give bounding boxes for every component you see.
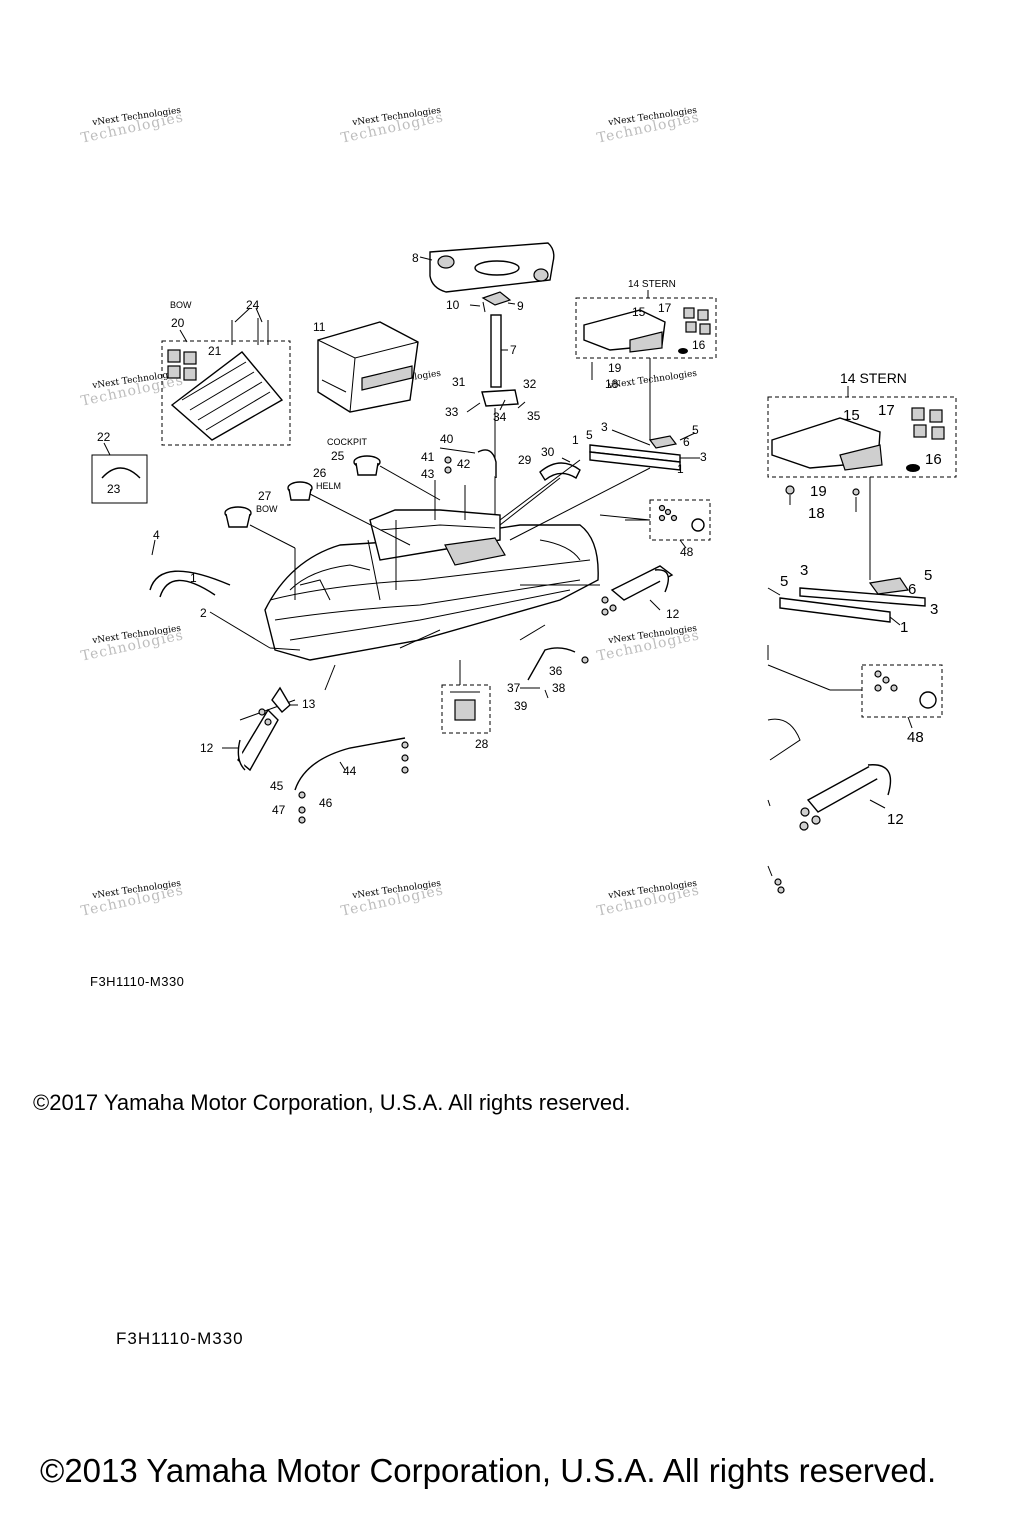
label-15: 15	[632, 305, 646, 319]
diagram-code: F3H1110-M330	[90, 974, 185, 989]
part-31-35-bracket	[466, 389, 526, 520]
label-18: 18	[605, 377, 619, 391]
label-42: 42	[457, 457, 471, 471]
label-27: 27	[258, 489, 272, 503]
label-48-zoom: 48	[907, 729, 924, 746]
label-helm: HELM	[316, 481, 341, 491]
parts-diagram: 8 10 9 7 11 BOW 24 20 21 22 23 31 32 33 …	[91, 242, 957, 894]
label-1c: 1	[190, 571, 197, 585]
label-5: 5	[586, 428, 593, 442]
label-3-zoom: 3	[800, 562, 808, 579]
part-8-cushion	[419, 242, 555, 293]
part-40-43-fasteners	[439, 447, 497, 478]
part-11-cooler	[317, 321, 419, 413]
label-5b: 5	[692, 423, 699, 437]
label-17-zoom: 17	[878, 402, 895, 419]
label-16-zoom: 16	[925, 451, 942, 468]
label-34: 34	[493, 410, 507, 424]
part-1-2-4-trim	[149, 539, 231, 598]
label-37: 37	[507, 681, 521, 695]
copyright-notice: ©2017 Yamaha Motor Corporation, U.S.A. A…	[33, 1090, 631, 1115]
label-19: 19	[608, 361, 622, 375]
label-bow: BOW	[170, 300, 192, 310]
label-31: 31	[452, 375, 466, 389]
label-10: 10	[446, 298, 460, 312]
part-labels: 8 10 9 7 11 BOW 24 20 21 22 23 31 32 33 …	[97, 251, 707, 817]
cup-holders	[224, 455, 381, 528]
label-48: 48	[680, 545, 694, 559]
label-9: 9	[517, 299, 524, 313]
label-11: 11	[313, 320, 326, 334]
label-4: 4	[153, 528, 160, 542]
label-20: 20	[171, 316, 185, 330]
label-6: 6	[683, 435, 690, 449]
label-1: 1	[572, 433, 579, 447]
label-36: 36	[549, 664, 563, 678]
label-7: 7	[510, 343, 517, 357]
boat-hull	[264, 509, 599, 661]
label-22: 22	[97, 430, 111, 444]
label-40: 40	[440, 432, 454, 446]
label-45: 45	[270, 779, 284, 793]
label-46: 46	[319, 796, 333, 810]
part-1-3-5-6-rails	[589, 429, 700, 471]
label-19-zoom: 19	[810, 483, 827, 500]
label-17: 17	[658, 301, 672, 315]
label-24: 24	[246, 298, 260, 312]
label-21: 21	[208, 344, 222, 358]
diagram-code-large: F3H1110-M330	[116, 1329, 244, 1348]
label-12b: 12	[200, 741, 214, 755]
label-29: 29	[518, 453, 532, 467]
label-30: 30	[541, 445, 555, 459]
label-12-zoom: 12	[887, 811, 904, 828]
label-32: 32	[523, 377, 537, 391]
label-bow2: BOW	[256, 504, 278, 514]
part-12-cleat-right	[601, 565, 674, 616]
label-5-zoom: 5	[780, 573, 788, 590]
part-7-pedestal	[490, 314, 508, 388]
part-36-39-bar	[520, 647, 589, 699]
label-3b-zoom: 3	[930, 601, 938, 618]
label-18-zoom: 18	[808, 505, 825, 522]
label-26: 26	[313, 466, 327, 480]
label-13: 13	[302, 697, 316, 711]
label-43: 43	[421, 467, 435, 481]
label-28: 28	[475, 737, 489, 751]
part-29-30-handle	[539, 457, 581, 482]
label-3b: 3	[700, 450, 707, 464]
label-3: 3	[601, 420, 608, 434]
label-38: 38	[552, 681, 566, 695]
copyright-notice-large: ©2013 Yamaha Motor Corporation, U.S.A. A…	[40, 1452, 937, 1489]
label-cockpit: COCKPIT	[327, 437, 368, 447]
label-stern: 14 STERN	[628, 279, 676, 290]
label-stern-zoom: 14 STERN	[840, 370, 907, 386]
label-35: 35	[527, 409, 541, 423]
label-15-zoom: 15	[843, 407, 860, 424]
label-1b: 1	[677, 462, 684, 476]
part-22-23-strap	[91, 442, 148, 504]
label-16: 16	[692, 338, 706, 352]
stern-detail-zoom: 14 STERN 15 17 16 19 18 3 5 5 6 3 1 48 1…	[767, 370, 957, 894]
label-8: 8	[412, 251, 419, 265]
part-9-10-base	[469, 291, 516, 313]
label-41: 41	[421, 450, 435, 464]
label-25: 25	[331, 449, 345, 463]
part-28-pump	[441, 684, 491, 734]
label-39: 39	[514, 699, 528, 713]
label-2: 2	[200, 606, 207, 620]
stern-group-small	[575, 290, 717, 440]
label-33: 33	[445, 405, 459, 419]
bow-ladder-group	[161, 307, 291, 446]
label-5b-zoom: 5	[924, 567, 932, 584]
label-1-zoom: 1	[900, 619, 908, 636]
label-44: 44	[343, 764, 357, 778]
part-12-13-cleat-left	[222, 686, 298, 772]
label-47: 47	[272, 803, 286, 817]
label-6-zoom: 6	[908, 581, 916, 598]
label-23: 23	[107, 482, 121, 496]
part-48-plate	[625, 499, 711, 549]
part-44-47-rail	[294, 737, 409, 824]
label-12: 12	[666, 607, 680, 621]
